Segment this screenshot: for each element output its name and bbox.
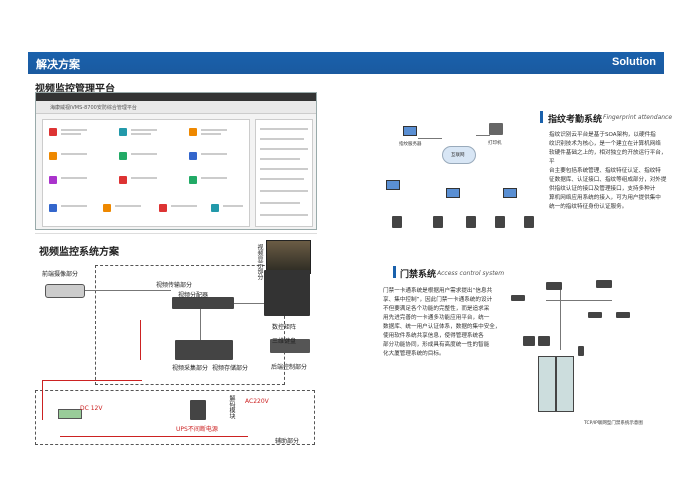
splitter-label: 视频分配器: [178, 292, 209, 299]
door-icon: [538, 356, 556, 412]
network-label: 互联网: [451, 153, 465, 158]
capture-label: 视频采集部分: [172, 365, 209, 372]
matrix-label: 数控矩阵: [272, 324, 297, 331]
fingerprint-title: 指纹考勤系统: [548, 115, 603, 125]
fingerprint-description: 指纹识别云平台是基于SOA架构，以硬件指纹识别技术为核心，是一个建立在计算机网络…: [549, 132, 667, 210]
aux-label: 辅助部分: [275, 438, 300, 445]
platform-app-title: 海康威视iVMS-8700安防综合管理平台: [36, 101, 316, 114]
dvr-device: [175, 340, 233, 360]
display-label: 视频显示部分: [256, 244, 263, 280]
header-right-title: Solution: [612, 56, 656, 68]
header-bar: 解决方案 Solution: [28, 52, 664, 74]
dc-label: DC 12V: [80, 405, 103, 412]
splitter-device: [172, 297, 234, 309]
printer-label: 打印机: [488, 141, 502, 146]
back-control-label: 后端控制部分: [271, 364, 308, 371]
front-camera-label: 前端摄像部分: [42, 271, 79, 278]
storage-label: 视频存储部分: [212, 365, 249, 372]
transmission-label: 视频传输部分: [156, 282, 193, 289]
camera-icon: [45, 284, 85, 298]
system-title: 视频监控系统方案: [39, 247, 119, 258]
keyboard-label: 三维键盘: [272, 338, 297, 345]
header-left-title: 解决方案: [36, 58, 80, 71]
access-diagram-caption: TCP/IP联网型门禁系统示意图: [584, 421, 643, 426]
access-title: 门禁系统: [400, 270, 437, 280]
access-subtitle: Access control system: [437, 270, 505, 277]
fingerprint-subtitle: Fingerprint attendance: [603, 114, 673, 121]
access-description: 门禁一卡通系统是根据用户需求提出“信息共享、集中控制”，因此门禁一卡通系统的设计…: [383, 288, 501, 357]
keyboard-device: [270, 339, 310, 353]
printer-icon: [489, 123, 503, 135]
server-monitor-icon: [403, 126, 417, 136]
display-monitor: [266, 240, 311, 274]
ups-device: [190, 400, 206, 420]
decoder-label: 解码模块: [228, 395, 235, 419]
server-label: 指纹服务器: [399, 142, 422, 147]
ups-label: UPS不间断电源: [176, 426, 218, 433]
power-supply-icon: [58, 409, 82, 419]
matrix-device: [264, 270, 310, 316]
platform-screenshot: 海康威视iVMS-8700安防综合管理平台: [35, 92, 317, 230]
platform-title: 视频监控管理平台: [35, 84, 115, 95]
ac-label: AC220V: [245, 398, 269, 405]
cloud-icon: [442, 146, 476, 164]
